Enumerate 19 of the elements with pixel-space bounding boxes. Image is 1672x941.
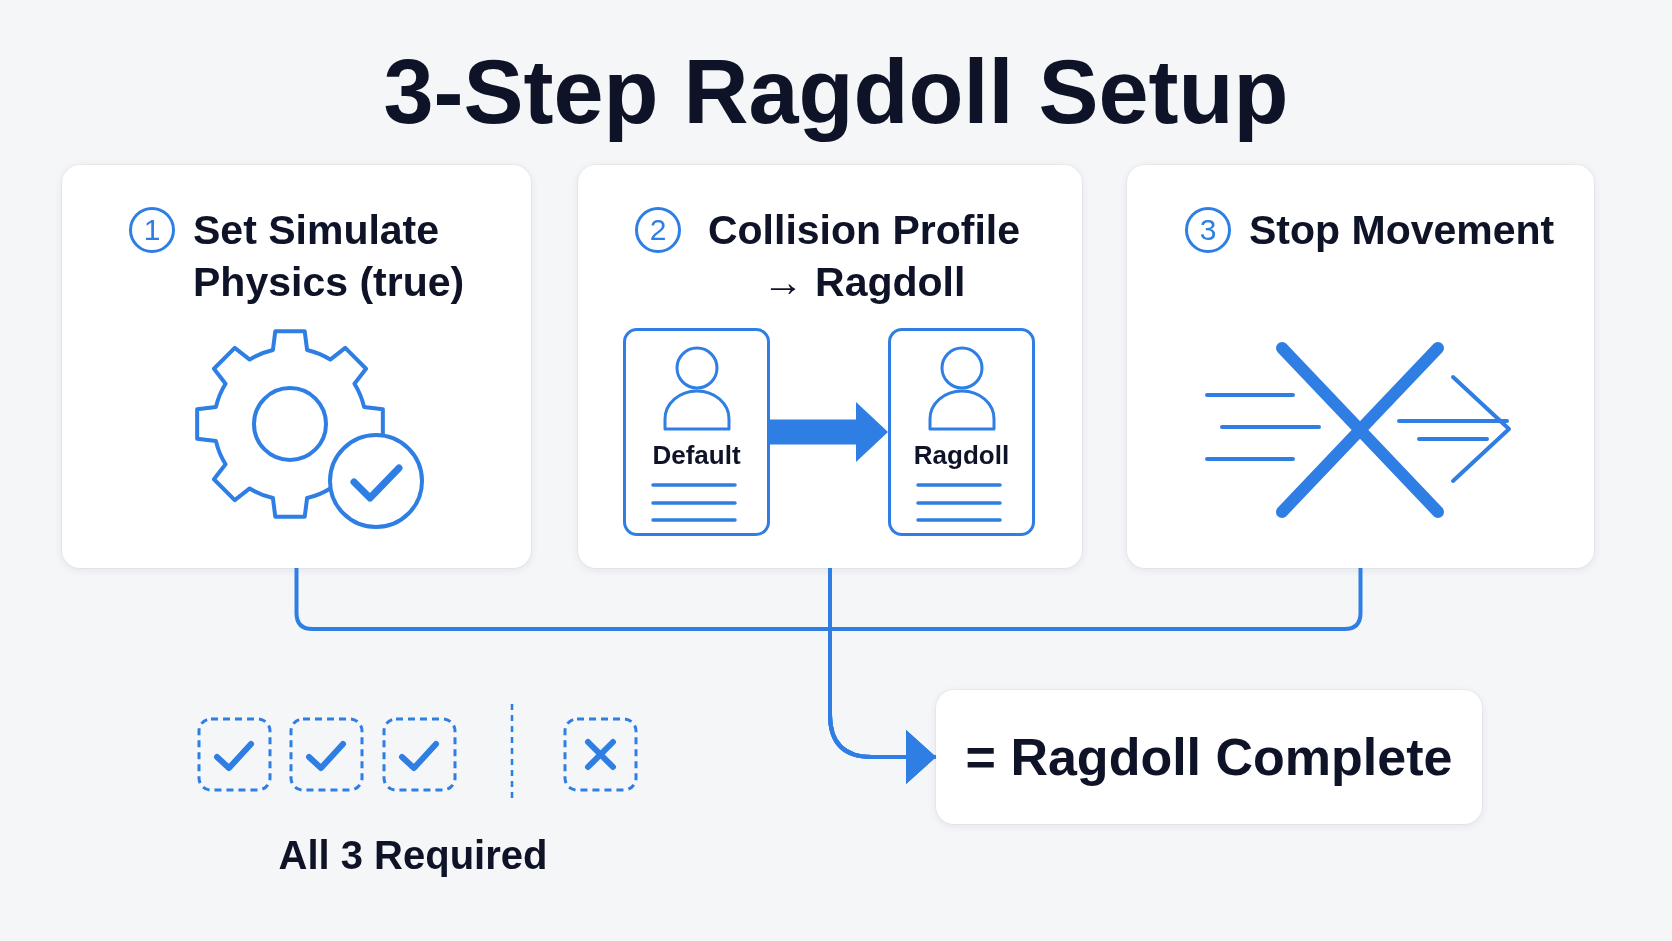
profile-card	[888, 328, 1035, 536]
profile-card	[623, 328, 770, 536]
result-text: = Ragdoll Complete	[965, 727, 1453, 788]
step-card	[1127, 165, 1594, 568]
step-number: 3	[1185, 207, 1231, 253]
profile-label: Default	[652, 439, 741, 471]
step-title: Stop Movement	[1249, 206, 1556, 255]
step-title: Set Simulate Physics (true)	[193, 206, 466, 307]
step-number: 2	[635, 207, 681, 253]
connector-arrow	[828, 568, 1363, 784]
block-arrow	[770, 402, 888, 462]
result-card	[936, 690, 1482, 824]
step-card	[62, 165, 531, 568]
step-card	[578, 165, 1082, 568]
summary-label: All 3 Required	[278, 832, 548, 879]
step-number: 1	[129, 207, 175, 253]
diagram-title: 3-Step Ragdoll Setup	[383, 41, 1289, 144]
profile-label: Ragdoll	[913, 439, 1010, 471]
step-title: Collision Profile → Ragdoll	[706, 206, 1022, 307]
